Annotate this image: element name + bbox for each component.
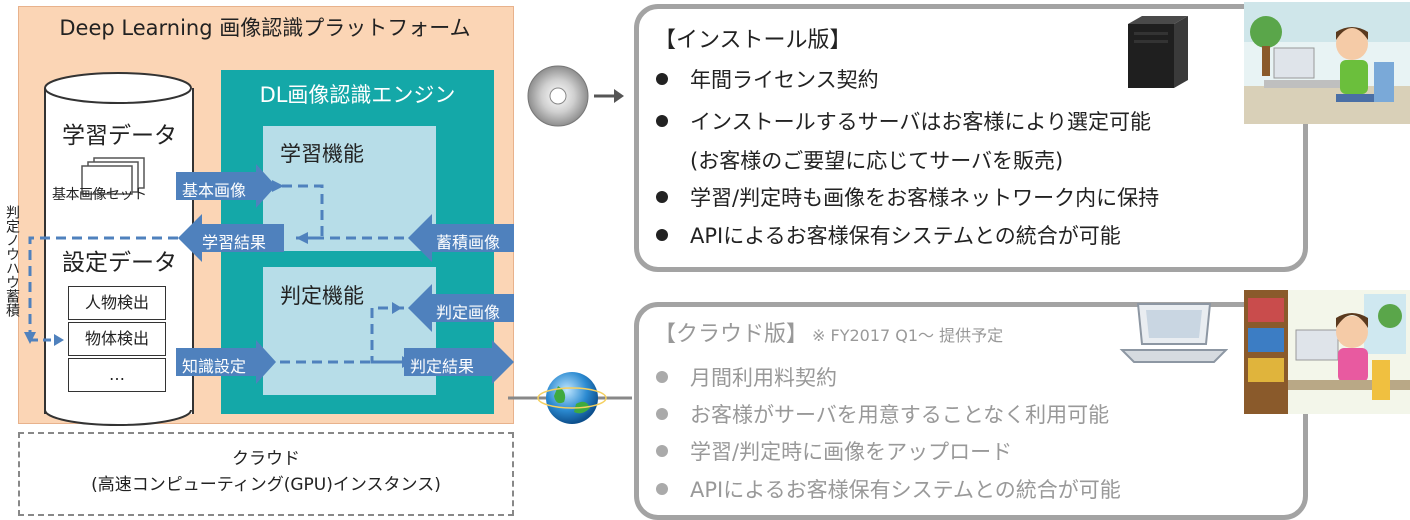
laptop-icon [1119, 303, 1228, 363]
learn-result-label: 学習結果 [202, 233, 267, 252]
install-subline: (お客様のご要望に応じてサーバを販売) [690, 149, 1064, 173]
cloud-instance-box: クラウド (高速コンピューティング(GPU)インスタンス) [18, 432, 514, 516]
install-bullet-2: インストールするサーバはお客様により選定可能 [656, 106, 1151, 136]
knowledge-setting-label: 知識設定 [182, 357, 247, 376]
office-worker-icon [1244, 2, 1410, 124]
install-bullet-3: 学習/判定時も画像をお客様ネットワーク内に保持 [656, 182, 1159, 212]
learning-data-label: 学習データ [62, 123, 177, 149]
cloud-bullet-4: APIによるお客様保有システムとの統合が可能 [656, 474, 1121, 504]
image-set-label: 基本画像セット [52, 187, 147, 203]
engine-flow-diagram [24, 164, 514, 384]
cloud-bullet-3: 学習/判定時に画像をアップロード [656, 436, 1012, 466]
cloud-title: 【クラウド版】 [654, 322, 809, 347]
judge-image-arrow [408, 284, 514, 332]
setting-data-label: 設定データ [62, 250, 177, 276]
judge-function-title: 判定機能 [280, 284, 364, 308]
install-title: 【インストール版】 [654, 28, 852, 53]
setting-more: … [68, 358, 166, 392]
disc-icon [527, 65, 624, 127]
learn-result-arrow [178, 214, 284, 262]
judge-knowhow-label: 判定ノウハウ蓄積 [4, 205, 20, 317]
engine-title: DL画像認識エンジン [259, 83, 456, 107]
platform-title: Deep Learning 画像認識プラットフォーム [59, 16, 471, 40]
judge-result-label: 判定結果 [410, 357, 475, 376]
basic-image-arrow [176, 164, 276, 208]
knowhow-connector [28, 236, 190, 340]
install-edition-panel [634, 4, 1308, 272]
learn-function-title: 学習機能 [280, 142, 364, 166]
setting-object-detect: 物体検出 [68, 322, 166, 356]
knowhow-arrowhead [24, 332, 36, 344]
cloud-label: クラウド [232, 449, 300, 469]
cloud-instance-label: (高速コンピューティング(GPU)インスタンス) [91, 475, 441, 495]
globe-icon [508, 372, 632, 424]
image-stack-icon [81, 157, 145, 195]
learn-function-box [263, 126, 436, 251]
install-bullet-1: 年間ライセンス契約 [656, 64, 879, 94]
judge-result-arrow [404, 340, 514, 384]
stored-images-arrow [408, 214, 514, 262]
cloud-availability-note: ※ FY2017 Q1～ 提供予定 [812, 326, 1004, 345]
home-user-icon [1244, 290, 1410, 414]
install-bullet-4: APIによるお客様保有システムとの統合が可能 [656, 220, 1121, 250]
learn-connector [266, 184, 324, 240]
cylinder-outline [44, 72, 192, 426]
basic-image-label: 基本画像 [182, 181, 247, 200]
setting-person-detect: 人物検出 [68, 286, 166, 320]
server-icon [1128, 16, 1188, 88]
judge-image-label: 判定画像 [436, 303, 501, 322]
stored-images-label: 蓄積画像 [436, 233, 501, 252]
cloud-bullet-2: お客様がサーバを用意することなく利用可能 [656, 399, 1109, 429]
cloud-bullet-1: 月間利用料契約 [656, 362, 837, 392]
knowledge-arrow [176, 340, 276, 384]
